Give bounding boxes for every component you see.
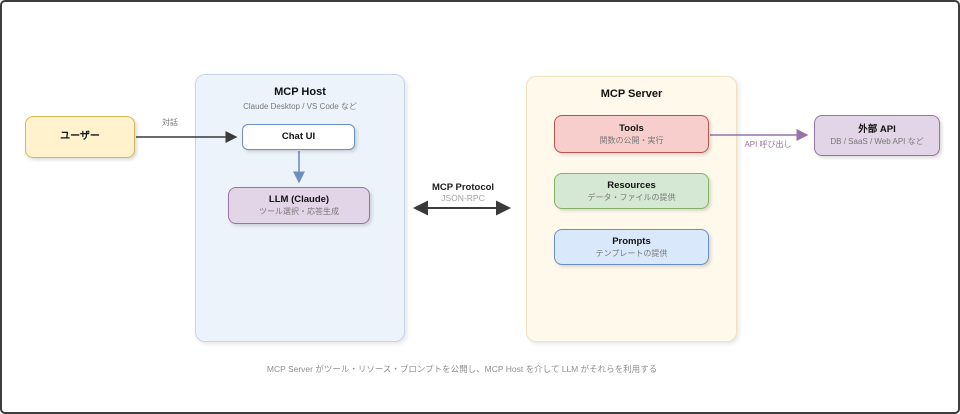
user-node-label: ユーザー [60, 130, 100, 142]
mcp-host-title: MCP Host [274, 86, 326, 98]
external-api-subtitle: DB / SaaS / Web API など [830, 137, 924, 147]
diagram-caption: MCP Server がツール・リソース・プロンプトを公開し、MCP Host … [266, 364, 658, 374]
json-rpc-label: JSON-RPC [441, 193, 485, 204]
edge-label-api-call: API 呼び出し [744, 140, 792, 149]
llm-node-title: LLM (Claude) [268, 194, 330, 206]
prompts-node-subtitle: テンプレートの提供 [595, 248, 668, 258]
resources-node-title: Resources [607, 179, 656, 191]
chat-ui-node: Chat UI [242, 124, 355, 150]
llm-node: LLM (Claude) ツール選択・応答生成 [228, 187, 370, 224]
prompts-node-title: Prompts [612, 235, 651, 247]
user-node: ユーザー [25, 116, 135, 158]
resources-node-subtitle: データ・ファイルの提供 [587, 192, 676, 202]
external-api-node: 外部 API DB / SaaS / Web API など [814, 115, 940, 156]
tools-node-subtitle: 関数の公開・実行 [599, 135, 664, 145]
mcp-protocol-label: MCP Protocol [431, 182, 495, 193]
chat-ui-label: Chat UI [281, 131, 316, 143]
prompts-node: Prompts テンプレートの提供 [554, 229, 709, 265]
external-api-title: 外部 API [858, 124, 896, 136]
llm-node-subtitle: ツール選択・応答生成 [259, 207, 339, 217]
mcp-host-subtitle: Claude Desktop / VS Code など [243, 101, 357, 111]
tools-node-title: Tools [619, 122, 644, 134]
tools-node: Tools 関数の公開・実行 [554, 115, 709, 153]
resources-node: Resources データ・ファイルの提供 [554, 173, 709, 209]
mcp-server-title: MCP Server [600, 88, 663, 100]
edge-label-dialogue: 対話 [162, 118, 178, 127]
edge-label-mcp-protocol: MCP Protocol JSON-RPC [404, 182, 522, 204]
